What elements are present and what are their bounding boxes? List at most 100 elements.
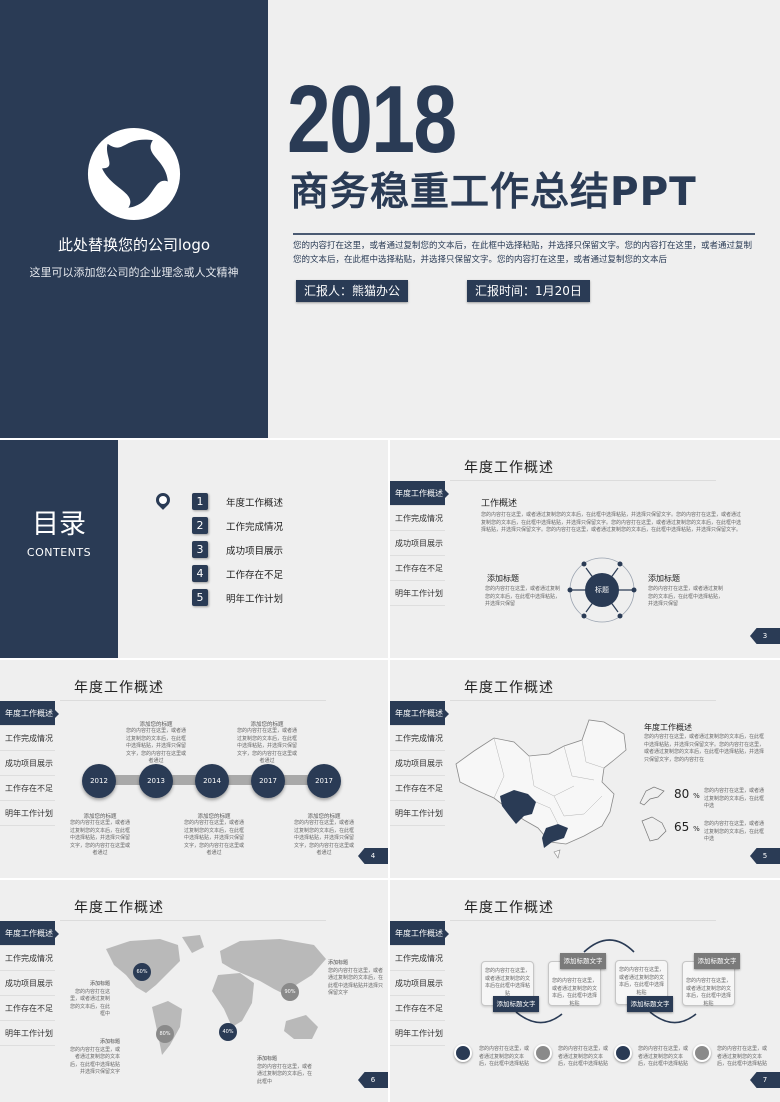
title-divider bbox=[60, 920, 326, 921]
province-outline-icon bbox=[641, 816, 667, 842]
cover-description: 您的内容打在这里，或者通过复制您的文本后，在此框中选择粘贴，并选择只保留文字。您… bbox=[293, 241, 753, 265]
map-heading: 年度工作概述 bbox=[644, 723, 692, 732]
marker-callout: 添加标题您的内容打在这里，或者通过复制您的文本后，在此框中 bbox=[69, 981, 110, 1017]
sidebar-item-shortcomings[interactable]: 工作存在不足 bbox=[390, 776, 445, 801]
conversation-icon bbox=[693, 1044, 711, 1062]
page-number: 6 bbox=[358, 1072, 388, 1088]
hub-diagram-icon bbox=[567, 557, 637, 623]
world-map-icon bbox=[106, 935, 326, 1055]
title-divider bbox=[450, 480, 716, 481]
page-number: 3 bbox=[750, 628, 780, 644]
toc-item-number: 3 bbox=[192, 541, 208, 558]
toc-item-number: 5 bbox=[192, 589, 208, 606]
sidebar-item-projects[interactable]: 成功项目展示 bbox=[0, 971, 55, 996]
logo-subtitle: 这里可以添加您公司的企业理念或人文精神 bbox=[29, 266, 239, 279]
feature-text: 您的内容打在这里，或者通过复制您的文本后，在此框中选择粘贴 bbox=[558, 1046, 609, 1067]
section-sidebar: 年度工作概述 工作完成情况 成功项目展示 工作存在不足 明年工作计划 bbox=[390, 481, 449, 606]
sidebar-item-projects[interactable]: 成功项目展示 bbox=[0, 751, 55, 776]
logo-placeholder-title: 此处替换您的公司logo bbox=[57, 236, 211, 254]
sidebar-item-completion[interactable]: 工作完成情况 bbox=[390, 506, 445, 531]
stat-text: 您的内容打在这里，或者通过复制您的文本后，在此框中选 bbox=[704, 821, 765, 842]
page-number: 5 bbox=[750, 848, 780, 864]
sidebar-item-completion[interactable]: 工作完成情况 bbox=[0, 946, 55, 971]
sidebar-item-projects[interactable]: 成功项目展示 bbox=[390, 531, 445, 556]
toc-item-label: 明年工作计划 bbox=[226, 594, 284, 605]
toc-title: 目录 bbox=[32, 509, 86, 540]
sidebar-item-next-year[interactable]: 明年工作计划 bbox=[0, 801, 55, 826]
slide-cover[interactable]: 此处替换您的公司logo 这里可以添加您公司的企业理念或人文精神 2018 商务… bbox=[0, 0, 780, 438]
sidebar-item-annual-overview[interactable]: 年度工作概述 bbox=[390, 481, 449, 506]
title-divider bbox=[450, 700, 716, 701]
feature-text: 您的内容打在这里，或者通过复制您的文本后，在此框中选择粘贴 bbox=[638, 1046, 689, 1067]
province-outline-icon bbox=[639, 786, 665, 806]
sidebar-item-completion[interactable]: 工作完成情况 bbox=[390, 726, 445, 751]
timeline-entry: 添加您的标题您的内容打在这里，或者通过复制您的文本后，在此框中选择粘贴，并选择只… bbox=[183, 814, 244, 856]
timeline-node: 2013 bbox=[139, 764, 173, 798]
page-number: 4 bbox=[358, 848, 388, 864]
title-divider bbox=[450, 920, 716, 921]
process-label: 添加标题文字 bbox=[694, 953, 740, 969]
feature-text: 您的内容打在这里，或者通过复制您的文本后，在此框中选择粘贴 bbox=[717, 1046, 768, 1067]
sidebar-item-shortcomings[interactable]: 工作存在不足 bbox=[0, 996, 55, 1021]
timeline-node: 2017 bbox=[251, 764, 285, 798]
sidebar-item-completion[interactable]: 工作完成情况 bbox=[0, 726, 55, 751]
slide-6-world-map[interactable]: 年度工作概述 年度工作概述 工作完成情况 成功项目展示 工作存在不足 明年工作计… bbox=[0, 880, 388, 1102]
slide-3[interactable]: 年度工作概述 年度工作概述 工作完成情况 成功项目展示 工作存在不足 明年工作计… bbox=[390, 440, 780, 658]
left-text: 您的内容打在这里，或者通过复制您的文本后，在此框中选择粘贴，并选择只保留 bbox=[485, 586, 561, 607]
sidebar-item-annual-overview[interactable]: 年度工作概述 bbox=[390, 701, 449, 726]
marker-callout: 添加标题您的内容打在这里，或者通过复制您的文本后，在此框中选择粘贴并选择只保留文… bbox=[69, 1039, 120, 1075]
sidebar-item-annual-overview[interactable]: 年度工作概述 bbox=[0, 921, 59, 946]
sidebar-item-shortcomings[interactable]: 工作存在不足 bbox=[0, 776, 55, 801]
map-marker: 90% bbox=[281, 983, 299, 1001]
timeline-node: 2012 bbox=[82, 764, 116, 798]
feature-text: 您的内容打在这里，或者通过复制您的文本后，在此框中选择粘贴 bbox=[479, 1046, 530, 1067]
slide-4-timeline[interactable]: 年度工作概述 年度工作概述 工作完成情况 成功项目展示 工作存在不足 明年工作计… bbox=[0, 660, 388, 878]
toc-item-number: 4 bbox=[192, 565, 208, 582]
sidebar-item-projects[interactable]: 成功项目展示 bbox=[390, 751, 445, 776]
map-marker: 60% bbox=[133, 963, 151, 981]
overview-heading: 工作概述 bbox=[481, 499, 518, 509]
toc-item-label: 工作存在不足 bbox=[226, 570, 284, 581]
sidebar-item-next-year[interactable]: 明年工作计划 bbox=[390, 1021, 445, 1046]
sidebar-item-next-year[interactable]: 明年工作计划 bbox=[390, 801, 445, 826]
marker-callout: 添加标题您的内容打在这里，或者通过复制您的文本后，在此框中选择粘贴并选择只保留文… bbox=[328, 960, 384, 996]
sidebar-item-projects[interactable]: 成功项目展示 bbox=[390, 971, 445, 996]
toc-item-label: 工作完成情况 bbox=[226, 522, 284, 533]
chat-bubble-icon bbox=[534, 1044, 552, 1062]
report-time-tag: 汇报时间：1月20日 bbox=[467, 280, 590, 302]
sidebar-item-shortcomings[interactable]: 工作存在不足 bbox=[390, 556, 445, 581]
sidebar-item-next-year[interactable]: 明年工作计划 bbox=[0, 1021, 55, 1046]
slide-title: 年度工作概述 bbox=[464, 680, 554, 696]
right-text: 您的内容打在这里，或者通过复制您的文本后，在此框中选择粘贴，并选择只保留 bbox=[648, 586, 724, 607]
slide-title: 年度工作概述 bbox=[464, 900, 554, 916]
process-label: 添加标题文字 bbox=[627, 996, 673, 1012]
flow-arrows-icon bbox=[515, 939, 697, 1024]
sidebar-item-shortcomings[interactable]: 工作存在不足 bbox=[390, 996, 445, 1021]
hub-center-label: 标题 bbox=[595, 586, 609, 594]
map-marker: 40% bbox=[219, 1023, 237, 1041]
sidebar-item-next-year[interactable]: 明年工作计划 bbox=[390, 581, 445, 606]
sidebar-item-completion[interactable]: 工作完成情况 bbox=[390, 946, 445, 971]
right-title: 添加标题 bbox=[648, 574, 680, 583]
map-paragraph: 您的内容打在这里，或者通过复制您的文本后，在此框中选择粘贴，并选择只保留文字。您… bbox=[644, 734, 765, 763]
timeline-entry: 添加您的标题您的内容打在这里，或者通过复制您的文本后，在此框中选择粘贴，并选择只… bbox=[236, 722, 297, 764]
timeline-node: 2014 bbox=[195, 764, 229, 798]
sidebar-item-annual-overview[interactable]: 年度工作概述 bbox=[0, 701, 59, 726]
timeline-entry: 添加您的标题您的内容打在这里，或者通过复制您的文本后，在此框中选择粘贴，并选择只… bbox=[293, 814, 354, 856]
slide-7-process[interactable]: 年度工作概述 年度工作概述 工作完成情况 成功项目展示 工作存在不足 明年工作计… bbox=[390, 880, 780, 1102]
cover-title: 商务稳重工作总结PPT bbox=[290, 170, 697, 215]
title-divider bbox=[60, 700, 326, 701]
quote-bubble-icon bbox=[614, 1044, 632, 1062]
map-marker: 80% bbox=[156, 1025, 174, 1043]
map-pin-icon bbox=[153, 490, 173, 510]
slide-5-china-map[interactable]: 年度工作概述 年度工作概述 工作完成情况 成功项目展示 工作存在不足 明年工作计… bbox=[390, 660, 780, 878]
section-sidebar: 年度工作概述 工作完成情况 成功项目展示 工作存在不足 明年工作计划 bbox=[390, 701, 449, 826]
process-card: 您的内容打在这里，或者通过复制您的文本后在此框中选择粘贴 bbox=[481, 961, 534, 1006]
timeline-entry: 添加您的标题您的内容打在这里，或者通过复制您的文本后，在此框中选择粘贴，并选择只… bbox=[125, 722, 186, 764]
process-label: 添加标题文字 bbox=[493, 996, 539, 1012]
toc-item-number: 1 bbox=[192, 493, 208, 510]
toc-item-label: 年度工作概述 bbox=[226, 498, 284, 509]
sidebar-item-annual-overview[interactable]: 年度工作概述 bbox=[390, 921, 449, 946]
toc-item-label: 成功项目展示 bbox=[226, 546, 284, 557]
